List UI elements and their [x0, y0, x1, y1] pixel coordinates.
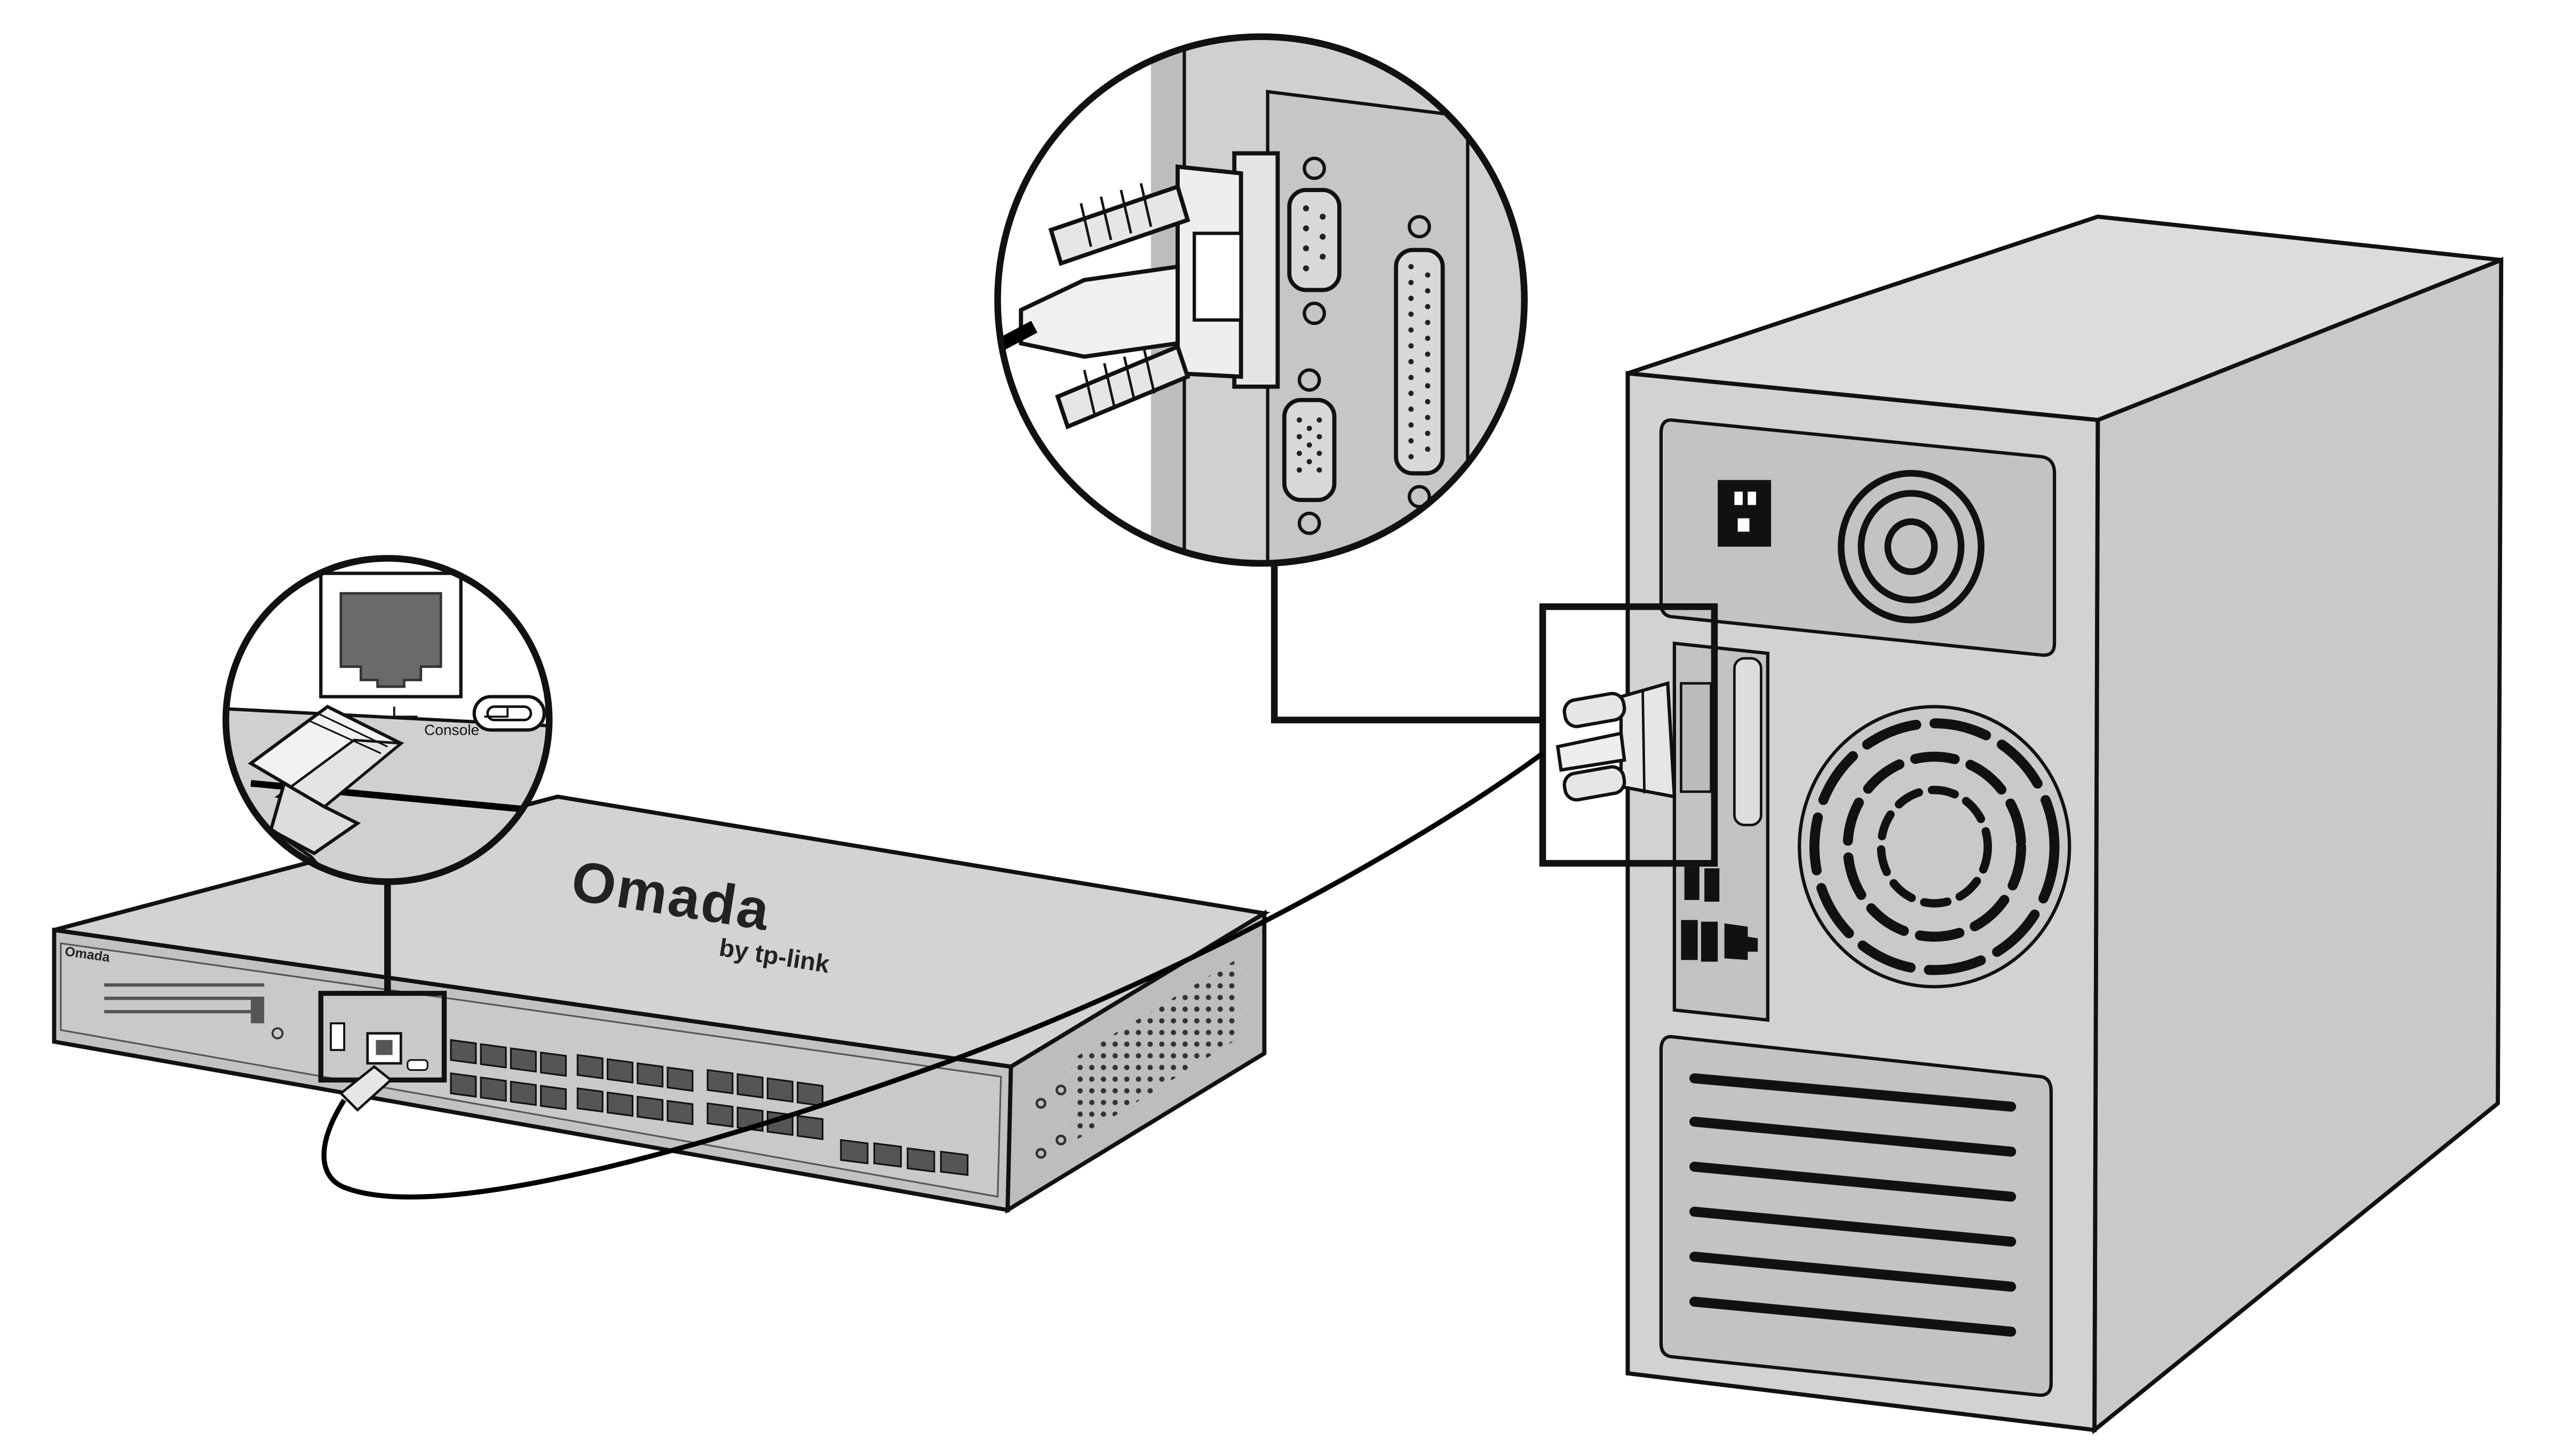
rj45-port — [706, 1102, 734, 1128]
switch-sfp-ports — [840, 1139, 969, 1176]
rj45-port — [797, 1115, 824, 1140]
parallel-pin — [1425, 304, 1431, 309]
power-socket-icon — [1718, 480, 1772, 547]
rj45-port — [480, 1076, 507, 1102]
parallel-pin — [1408, 375, 1414, 380]
io-port-icons — [1681, 866, 1758, 962]
parallel-pin — [1425, 383, 1431, 389]
rj45-port — [666, 1067, 694, 1092]
pc-callout-line — [1271, 563, 1543, 723]
vga-port-icon — [1282, 368, 1337, 535]
parallel-pin — [1425, 320, 1431, 325]
cable-line — [321, 751, 1544, 1200]
parallel-pin — [1408, 422, 1414, 428]
rj45-port — [510, 1047, 537, 1073]
expansion-slots — [1689, 1073, 2017, 1337]
rj45-port — [480, 1043, 507, 1069]
switch-led-panel — [104, 983, 265, 1024]
rj45-port — [540, 1085, 567, 1110]
rj45-port — [510, 1080, 537, 1106]
switch-vent — [1071, 957, 1241, 1143]
parallel-pin — [1408, 453, 1414, 459]
parallel-port-icon — [1394, 214, 1445, 508]
rj45-port — [666, 1100, 694, 1125]
parallel-pin — [1425, 272, 1431, 278]
serial-port-icon — [1287, 156, 1341, 325]
parallel-pin — [1425, 288, 1431, 294]
rj45-port — [450, 1072, 477, 1098]
rj45-port — [576, 1054, 604, 1079]
rj45-port — [450, 1039, 477, 1064]
psu-fan-icon — [1837, 470, 1984, 624]
pc-port-zoom-circle — [994, 33, 1528, 567]
pc-serial-connector — [1555, 681, 1712, 802]
parallel-pin — [1425, 431, 1431, 436]
rj45-port — [766, 1077, 793, 1103]
pc-tower — [1625, 214, 2504, 1435]
parallel-pin — [1408, 264, 1414, 269]
parallel-pin — [1408, 391, 1414, 396]
console-cable — [321, 751, 1544, 1200]
rj45-port — [736, 1073, 764, 1099]
parallel-pin — [1425, 399, 1431, 404]
rj45-port — [706, 1069, 734, 1095]
pc-highlight-box — [1539, 603, 1718, 867]
rj45-port — [607, 1058, 634, 1084]
omada-switch: Omada by tp-link Omada — [52, 794, 1271, 1214]
rj45-port — [637, 1062, 664, 1088]
parallel-pin — [1408, 280, 1414, 285]
parallel-pin — [1408, 406, 1414, 412]
rj45-port — [637, 1095, 664, 1121]
switch-rj45-ports — [450, 1039, 824, 1140]
power-supply-panel — [1659, 418, 2057, 657]
parallel-pin — [1408, 359, 1414, 364]
rj45-plug-icon — [339, 1065, 393, 1112]
parallel-pin — [1408, 438, 1414, 444]
rj45-port — [607, 1091, 634, 1117]
parallel-pin — [1425, 446, 1431, 452]
fan-icon — [1798, 705, 2071, 989]
db9-connector-icon — [997, 151, 1280, 429]
parallel-pin — [1408, 343, 1414, 349]
parallel-pin — [1425, 415, 1431, 420]
parallel-pin — [1425, 351, 1431, 357]
console-label: Console — [424, 722, 479, 738]
console-port-icon — [319, 571, 463, 698]
parallel-pin — [1408, 311, 1414, 317]
rj45-port — [576, 1087, 604, 1113]
switch-console-port — [366, 1032, 402, 1065]
rj45-port — [797, 1081, 824, 1107]
parallel-pin — [1408, 296, 1414, 301]
rj45-port — [540, 1051, 567, 1077]
pc-side-panel — [2092, 257, 2504, 1435]
parallel-pin — [1408, 327, 1414, 333]
parallel-pin — [1425, 336, 1431, 341]
parallel-pin — [1425, 367, 1431, 373]
